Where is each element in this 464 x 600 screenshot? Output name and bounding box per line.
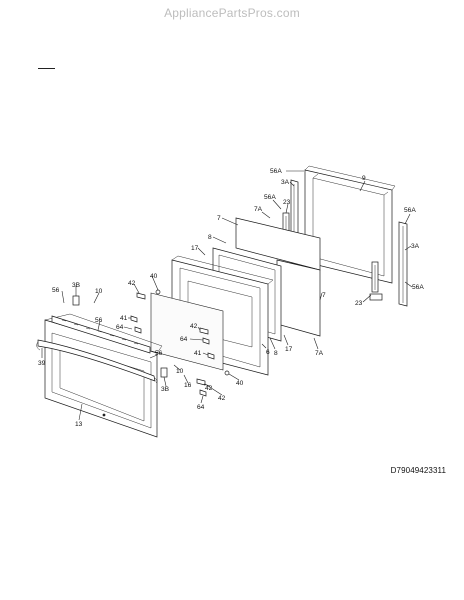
callout-56: 56 bbox=[95, 317, 103, 324]
callout-42: 42 bbox=[128, 280, 136, 287]
clip-42-lower bbox=[196, 378, 206, 386]
callout-8: 8 bbox=[208, 234, 212, 241]
callout-labels: 56A 3A 9 56A 7A 23 7 8 56A 3A 56A 23 7 1… bbox=[38, 168, 424, 428]
callout-56a: 56A bbox=[264, 194, 276, 201]
callout-56a: 56A bbox=[270, 168, 282, 175]
callout-7a: 7A bbox=[254, 206, 263, 213]
diagram-id: D79049423311 bbox=[390, 466, 446, 475]
callout-3b: 3B bbox=[161, 386, 170, 393]
callout-42: 42 bbox=[190, 323, 198, 330]
callout-40: 40 bbox=[150, 273, 158, 280]
callout-42: 42 bbox=[205, 385, 213, 392]
callout-7a: 7A bbox=[315, 350, 324, 357]
callout-56: 56 bbox=[155, 350, 163, 357]
screw-40-bottom bbox=[224, 370, 230, 376]
clip-41-left bbox=[130, 315, 138, 323]
screw-40-top bbox=[155, 289, 161, 295]
callout-9: 9 bbox=[362, 175, 366, 182]
window-glass bbox=[150, 292, 224, 371]
callout-7: 7 bbox=[322, 292, 326, 299]
side-rail-right bbox=[398, 221, 408, 307]
callout-41: 41 bbox=[194, 350, 202, 357]
callout-3a: 3A bbox=[411, 243, 420, 250]
callout-39: 39 bbox=[38, 360, 46, 367]
inner-door-liner bbox=[304, 165, 396, 284]
callout-64: 64 bbox=[197, 404, 205, 411]
callout-17: 17 bbox=[285, 346, 293, 353]
callout-10: 10 bbox=[176, 368, 184, 375]
section-dash bbox=[38, 68, 55, 69]
callout-23: 23 bbox=[283, 199, 291, 206]
callout-7: 7 bbox=[217, 215, 221, 222]
clip-41-right bbox=[207, 352, 215, 360]
callout-41: 41 bbox=[120, 315, 128, 322]
callout-3a: 3A bbox=[281, 179, 290, 186]
clip-42-mid bbox=[199, 327, 209, 335]
callout-3b: 3B bbox=[72, 282, 81, 289]
clip-64-mid bbox=[202, 337, 210, 345]
door-handle bbox=[36, 339, 158, 384]
callout-64: 64 bbox=[180, 336, 188, 343]
bracket-3b-bottom bbox=[160, 367, 168, 378]
callout-40: 40 bbox=[236, 380, 244, 387]
callout-6: 6 bbox=[266, 349, 270, 356]
callout-23: 23 bbox=[355, 300, 363, 307]
callout-56a: 56A bbox=[412, 284, 424, 291]
callout-64: 64 bbox=[116, 324, 124, 331]
clip-64-bottom bbox=[199, 389, 207, 397]
callout-42: 42 bbox=[218, 395, 226, 402]
callout-16: 16 bbox=[184, 382, 192, 389]
clip-64-left bbox=[134, 326, 142, 334]
watermark-header: AppliancePartsPros.com bbox=[164, 6, 300, 20]
clip-42-top bbox=[136, 292, 146, 300]
hinge-right bbox=[369, 261, 383, 301]
callout-8: 8 bbox=[274, 350, 278, 357]
callout-10: 10 bbox=[95, 288, 103, 295]
insulation-panel-lower bbox=[276, 259, 321, 337]
bracket-3b-top bbox=[72, 295, 80, 306]
door-top-vent-trim bbox=[51, 315, 151, 354]
callout-13: 13 bbox=[75, 421, 83, 428]
callout-56a: 56A bbox=[404, 207, 416, 214]
callout-17: 17 bbox=[191, 245, 199, 252]
leader-lines bbox=[41, 170, 413, 421]
callout-56: 56 bbox=[52, 287, 60, 294]
